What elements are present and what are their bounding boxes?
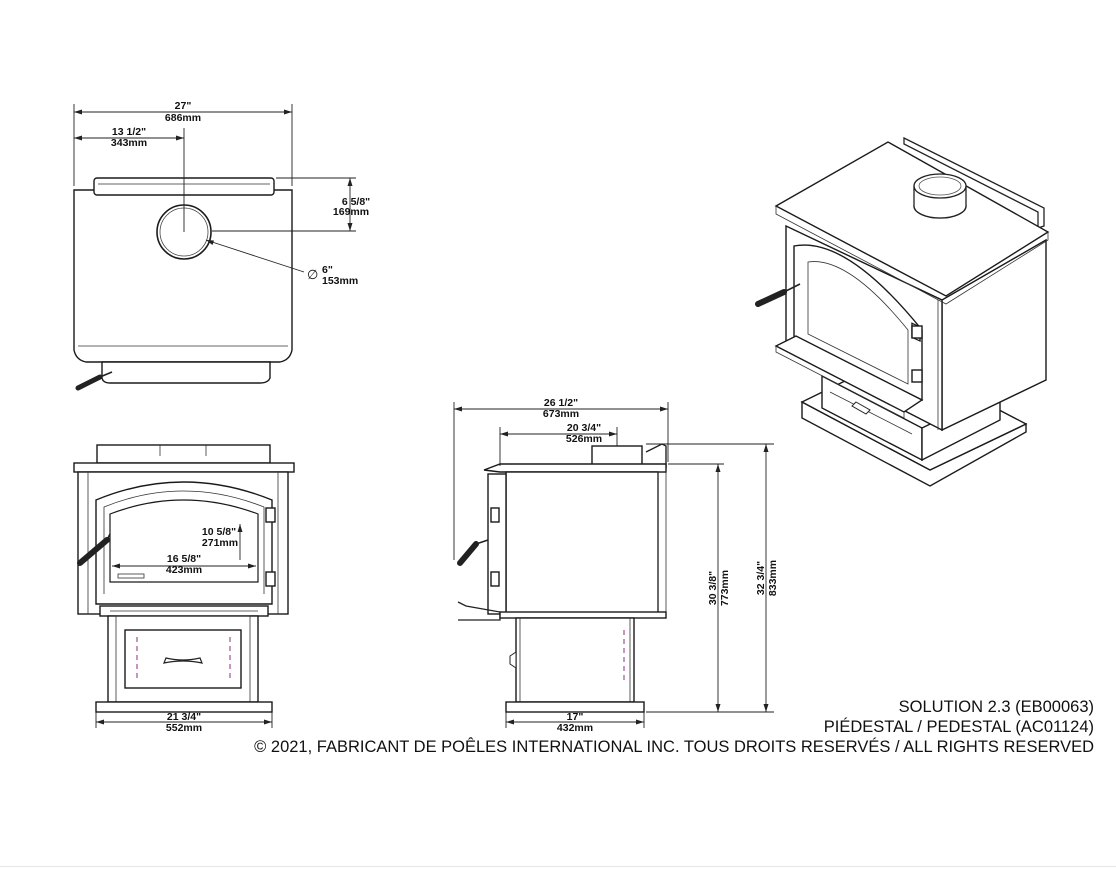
isometric-view xyxy=(755,136,1050,487)
side-flue-mm: 526mm xyxy=(566,433,602,445)
door-width-mm: 423mm xyxy=(166,564,202,576)
height-top-in: 30 3/8" xyxy=(707,571,719,605)
iso-ash-lip xyxy=(774,335,924,413)
flue-offset-mm: 343mm xyxy=(111,137,147,149)
front-view-top-plate xyxy=(73,462,295,473)
door-height-in: 10 5/8" xyxy=(202,526,236,538)
top-view: 27" 686mm 13 1/2" 343mm 6 5/8" 169mm ∅ 6… xyxy=(73,100,370,391)
door-height-mm: 271mm xyxy=(202,537,238,549)
pedestal-line: PIÉDESTAL / PEDESTAL (AC01124) xyxy=(823,718,1094,736)
side-view: 26 1/2" 673mm 20 3/4" 526mm 30 3/8" 773m… xyxy=(453,397,779,734)
front-view-base-plate xyxy=(95,701,273,713)
base-width-mm: 552mm xyxy=(166,722,202,734)
side-flue-in: 20 3/4" xyxy=(567,422,601,434)
side-base-in: 17" xyxy=(567,711,584,723)
flue-depth-mm: 169mm xyxy=(333,206,369,218)
front-view-door-handle xyxy=(77,537,110,566)
iso-door-handle xyxy=(755,289,787,307)
page-divider xyxy=(0,866,1116,867)
front-view-ash-drawer xyxy=(124,629,242,689)
copyright-line: © 2021, FABRICANT DE POÊLES INTERNATIONA… xyxy=(254,738,1094,756)
front-view-rear-rail xyxy=(96,444,271,464)
top-view-ash-lip xyxy=(101,361,271,384)
side-view-handle xyxy=(457,541,479,566)
side-view-flue-collar xyxy=(591,445,643,467)
door-width-in: 16 5/8" xyxy=(167,553,201,565)
model-line: SOLUTION 2.3 (EB00063) xyxy=(898,698,1094,716)
side-base-mm: 432mm xyxy=(557,722,593,734)
side-view-rear-rail xyxy=(645,443,667,468)
side-depth-in: 26 1/2" xyxy=(544,397,578,409)
flue-diameter-symbol: ∅ xyxy=(307,267,318,282)
top-width-in: 27" xyxy=(175,100,192,112)
top-width-mm: 686mm xyxy=(165,112,201,124)
front-view-door-glass xyxy=(109,499,259,583)
side-view-pedestal xyxy=(515,617,635,703)
height-flue-in: 32 3/4" xyxy=(755,561,767,595)
front-view: 10 5/8" 271mm 16 5/8" 423mm 21 3/4" 552m… xyxy=(73,444,295,734)
side-view-door-edge xyxy=(487,473,507,615)
flue-diameter-mm: 153mm xyxy=(322,275,358,287)
front-view-drawer-handle xyxy=(163,657,203,664)
side-view-top-plate xyxy=(483,463,667,473)
flue-depth-in: 6 5/8" xyxy=(342,196,370,208)
side-view-base-plate xyxy=(505,701,645,713)
base-width-in: 21 3/4" xyxy=(167,711,201,723)
title-block: SOLUTION 2.3 (EB00063) PIÉDESTAL / PEDES… xyxy=(254,697,1094,757)
height-flue-mm: 833mm xyxy=(767,560,779,596)
side-depth-mm: 673mm xyxy=(543,408,579,420)
flue-offset-in: 13 1/2" xyxy=(112,126,146,138)
top-view-body xyxy=(73,189,293,363)
flue-diameter-in: 6" xyxy=(322,264,333,276)
side-view-body xyxy=(505,471,659,615)
top-view-handle xyxy=(75,374,103,391)
height-top-mm: 773mm xyxy=(719,570,731,606)
